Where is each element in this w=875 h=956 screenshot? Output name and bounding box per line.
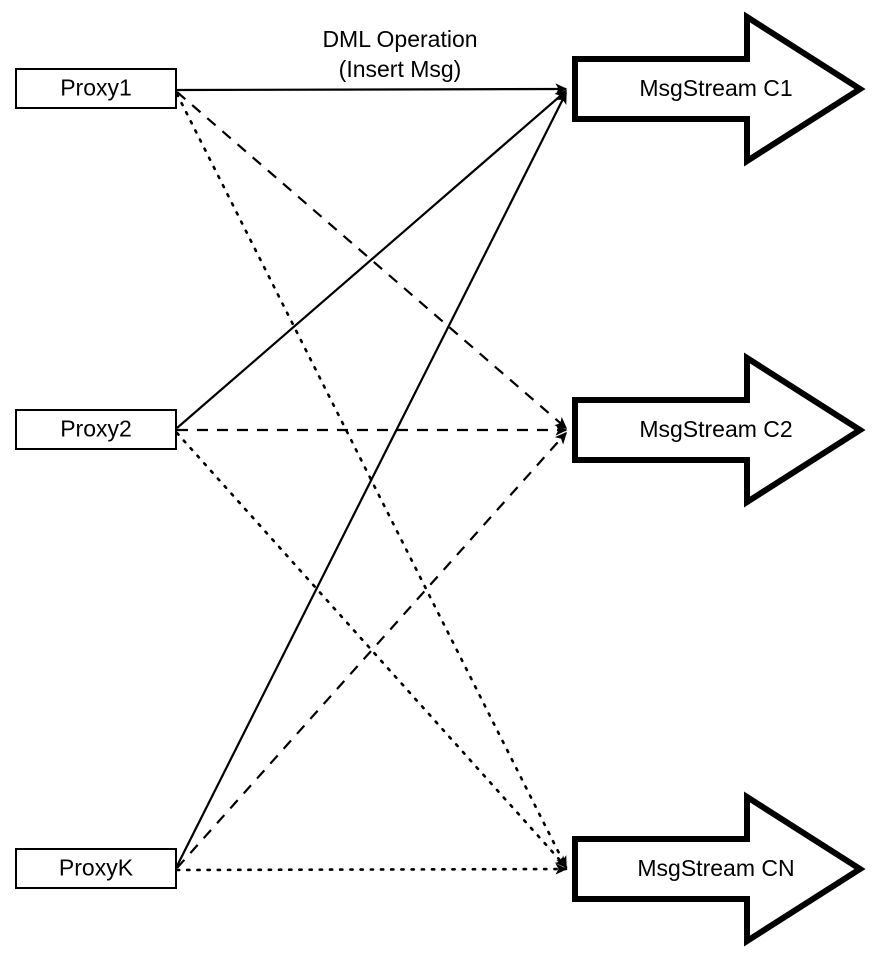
proxy-node-proxy2[interactable]: Proxy2: [15, 409, 177, 450]
edge-label-line2: (Insert Msg): [339, 56, 462, 82]
msgstream-node-stream_cn[interactable]: MsgStream CN: [572, 791, 866, 947]
edge-proxy1-to-stream_cn[interactable]: [175, 92, 568, 869]
edge-label-dml-operation: DML Operation (Insert Msg): [322, 26, 477, 82]
edge-proxyK-to-stream_c1[interactable]: [176, 91, 567, 867]
block-arrow-shape: [572, 352, 866, 508]
msgstream-node-stream_c1[interactable]: MsgStream C1: [572, 11, 866, 167]
block-arrow-shape: [572, 791, 866, 947]
edge-proxyK-to-stream_c2[interactable]: [176, 431, 567, 869]
msgstream-label: MsgStream C1: [639, 75, 792, 101]
msgstream-label: MsgStream CN: [637, 855, 794, 881]
proxy-box: [15, 68, 177, 109]
edge-proxy1-to-stream_c1[interactable]: [176, 83, 568, 95]
msgstream-node-stream_c2[interactable]: MsgStream C2: [572, 352, 866, 508]
edge-proxyK-to-stream_cn[interactable]: [175, 863, 568, 875]
edge-proxy2-to-stream_c1[interactable]: [176, 90, 568, 429]
proxy-box: [15, 409, 177, 450]
proxy-node-proxyK[interactable]: ProxyK: [15, 848, 177, 889]
msgstream-label: MsgStream C2: [639, 416, 792, 442]
proxy-node-proxy1[interactable]: Proxy1: [15, 68, 177, 109]
edge-proxy1-to-stream_c2[interactable]: [176, 91, 568, 429]
proxy-label: Proxy1: [60, 75, 132, 101]
proxy-label: Proxy2: [60, 416, 132, 442]
proxy-label: ProxyK: [59, 855, 134, 881]
msgstream-nodes-layer: MsgStream C1 MsgStream C2 MsgStream CN: [572, 11, 866, 947]
proxy-box: [15, 848, 177, 889]
edge-label-line1: DML Operation: [322, 26, 477, 52]
block-arrow-shape: [572, 11, 866, 167]
edges-layer: [175, 83, 568, 875]
